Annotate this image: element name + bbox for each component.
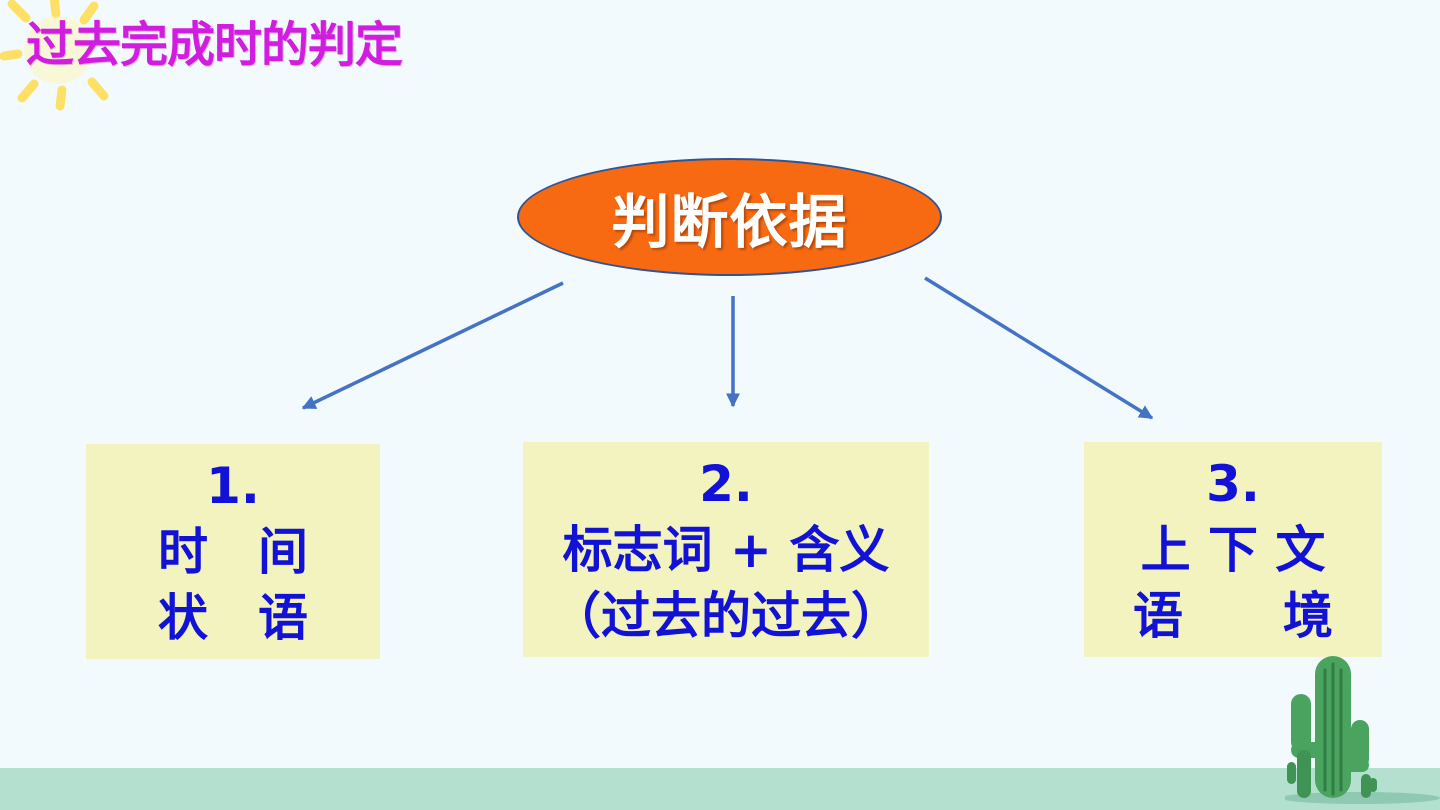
- ground-strip: [0, 768, 1440, 810]
- sun-icon: [0, 0, 109, 111]
- criterion-box-2: 2. 标志词 + 含义 （过去的过去）: [523, 442, 929, 657]
- criterion-line-1: 标志词 + 含义: [562, 520, 890, 579]
- cactus-icon: [1285, 656, 1440, 804]
- criterion-number: 3.: [1206, 454, 1260, 513]
- criterion-number: 1.: [206, 456, 260, 515]
- criterion-line-1: 时 间: [158, 522, 308, 581]
- criterion-line-2: 语 境: [1133, 586, 1333, 645]
- criterion-number: 2.: [699, 454, 753, 513]
- criterion-box-1: 1. 时 间 状 语: [86, 444, 380, 659]
- center-node: 判断依据: [517, 158, 942, 276]
- page-title: 过去完成时的判定: [26, 17, 403, 73]
- criterion-line-2: （过去的过去）: [551, 586, 901, 645]
- center-label: 判断依据: [611, 188, 848, 256]
- arrow-right: [924, 276, 1154, 420]
- criterion-box-3: 3. 上 下 文 语 境: [1084, 442, 1382, 657]
- arrow-left: [301, 281, 564, 410]
- criterion-line-1: 上 下 文: [1140, 520, 1326, 579]
- criterion-line-2: 状 语: [158, 588, 308, 647]
